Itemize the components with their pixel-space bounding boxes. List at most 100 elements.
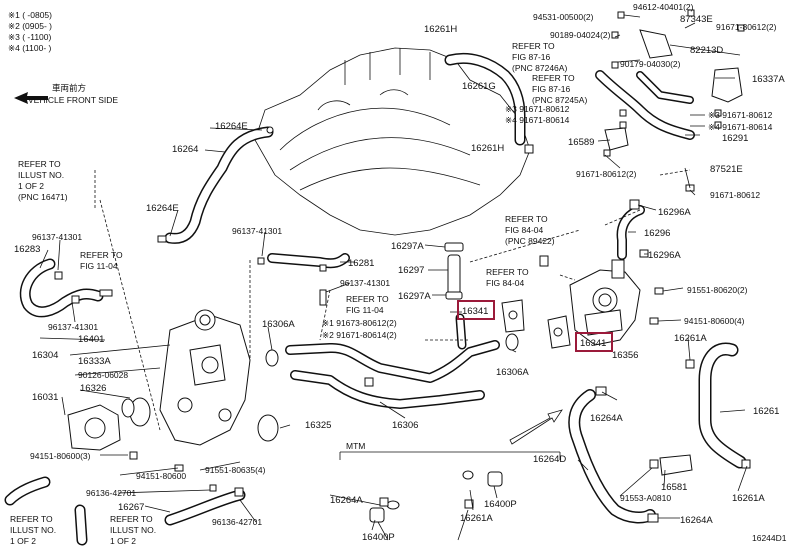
part-16341-b[interactable]: 16341 xyxy=(580,338,606,349)
refer-fig-11-04-left[interactable]: REFER TO FIG 11-04 xyxy=(80,250,123,271)
refer-fig-11-04-mid[interactable]: REFER TO FIG 11-04 xyxy=(346,294,389,315)
hose-16264 xyxy=(164,126,274,244)
part-94612-40401-2[interactable]: 94612-40401(2) xyxy=(633,2,694,12)
highlight-16341-b[interactable] xyxy=(575,332,613,352)
part-16297A-top[interactable]: 16297A xyxy=(391,241,424,252)
part-94151-80600-4[interactable]: 94151-80600(4) xyxy=(684,316,745,326)
figure-id: 16244D1 xyxy=(752,533,787,543)
part-82213D[interactable]: 82213D xyxy=(690,45,723,56)
part-16261G[interactable]: 16261G xyxy=(462,81,496,92)
part-16264D[interactable]: 16264D xyxy=(533,454,566,465)
part-16283[interactable]: 16283 xyxy=(14,244,40,255)
part-96136-42701-b[interactable]: 96136-42701 xyxy=(212,517,262,527)
part-16261H-top[interactable]: 16261H xyxy=(424,24,457,35)
part-16297[interactable]: 16297 xyxy=(398,265,424,276)
refer-fig-84-04-a[interactable]: REFER TO FIG 84-04 (PNC 89422) xyxy=(505,214,555,246)
part-96137-41301-c[interactable]: 96137-41301 xyxy=(232,226,282,236)
part-91671-80612-2-mid[interactable]: 91671-80612(2) xyxy=(576,169,637,179)
svg-text:REFER TO: REFER TO xyxy=(532,73,575,83)
part-16581[interactable]: 16581 xyxy=(661,482,687,493)
part-16589[interactable]: 16589 xyxy=(568,137,594,148)
refer-fig-87-16-b[interactable]: REFER TO FIG 87-16 (PNC 87245A) xyxy=(532,73,587,105)
part-90126-06028[interactable]: 90126-06028 xyxy=(78,370,128,380)
part-16304[interactable]: 16304 xyxy=(32,350,58,361)
part-16400P-a[interactable]: 16400P xyxy=(484,499,517,510)
part-16264A-mtm[interactable]: 16264A xyxy=(330,495,363,506)
part-87343E[interactable]: 87343E xyxy=(680,14,713,25)
refer-fig-87-16-a[interactable]: REFER TO FIG 87-16 (PNC 87246A) xyxy=(512,41,567,73)
part-16341-a[interactable]: 16341 xyxy=(462,306,488,317)
part-16031[interactable]: 16031 xyxy=(32,392,58,403)
hose-16261 xyxy=(698,342,747,469)
svg-text:REFER TO: REFER TO xyxy=(486,267,529,277)
part-94151-80600-3[interactable]: 94151-80600(3) xyxy=(30,451,91,461)
part-16296A-bot[interactable]: 16296A xyxy=(648,250,681,261)
part-16306[interactable]: 16306 xyxy=(392,420,418,431)
part-87521E[interactable]: 87521E xyxy=(710,164,743,175)
part-16296[interactable]: 16296 xyxy=(644,228,670,239)
part-96137-41301-b[interactable]: 96137-41301 xyxy=(48,322,98,332)
part-16306A-right[interactable]: 16306A xyxy=(496,367,529,378)
part-16291[interactable]: 16291 xyxy=(722,133,748,144)
part-16261A-mtm[interactable]: 16261A xyxy=(460,513,493,524)
part-16306A-left[interactable]: 16306A xyxy=(262,319,295,330)
part-16281[interactable]: 16281 xyxy=(348,258,374,269)
pipe-16291 xyxy=(595,70,695,140)
part-16400P-b[interactable]: 16400P xyxy=(362,532,395,543)
highlight-16341-a[interactable] xyxy=(457,300,495,320)
vehicle-front-arrow-icon xyxy=(14,92,48,104)
part-90189-04024-2[interactable]: 90189-04024(2) xyxy=(550,30,611,40)
hose-16281 xyxy=(267,253,350,269)
part-16261A-r1[interactable]: 16261A xyxy=(674,333,707,344)
part-94531-00500-2[interactable]: 94531-00500(2) xyxy=(533,12,594,22)
part-91671-80612-2-top[interactable]: 91671-80612(2) xyxy=(716,22,777,32)
refer-illust-16471[interactable]: REFER TO ILLUST NO. 1 OF 2 (PNC 16471) xyxy=(18,159,68,202)
vehicle-front-jp: 車両前方 xyxy=(52,83,86,93)
svg-text:ILLUST NO.: ILLUST NO. xyxy=(18,170,64,180)
part-16264A-mid[interactable]: 16264A xyxy=(590,413,623,424)
part-16326[interactable]: 16326 xyxy=(80,383,106,394)
svg-text:REFER TO: REFER TO xyxy=(110,514,153,524)
bracket-16589 xyxy=(604,127,629,151)
part-96137-41301-d[interactable]: 96137-41301 xyxy=(340,278,390,288)
part-16261[interactable]: 16261 xyxy=(753,406,779,417)
part-91671-80614-2[interactable]: ※2 91671-80614(2) xyxy=(322,330,397,340)
part-91671-80612-r2[interactable]: 91671-80612 xyxy=(710,190,760,200)
part-91671-80612-r1[interactable]: ※3 91671-80612 xyxy=(708,110,773,120)
part-91553-A0810[interactable]: 91553-A0810 xyxy=(620,493,671,503)
part-91671-80612-3[interactable]: ※3 91671-80612 xyxy=(505,104,570,114)
refer-fig-84-04-b[interactable]: REFER TO FIG 84-04 xyxy=(486,267,529,288)
part-16261H-mid[interactable]: 16261H xyxy=(471,143,504,154)
part-91551-80620-2[interactable]: 91551-80620(2) xyxy=(687,285,748,295)
svg-text:ILLUST NO.: ILLUST NO. xyxy=(10,525,56,535)
part-94151-80600[interactable]: 94151-80600 xyxy=(136,471,186,481)
part-16296A-top[interactable]: 16296A xyxy=(658,207,691,218)
part-90179-04030-2[interactable]: 90179-04030(2) xyxy=(620,59,681,69)
part-16267[interactable]: 16267 xyxy=(118,502,144,513)
svg-text:1 OF 2: 1 OF 2 xyxy=(18,181,44,191)
part-16401[interactable]: 16401 xyxy=(78,334,104,345)
part-16264E-top[interactable]: 16264E xyxy=(215,121,248,132)
part-16261A-r2[interactable]: 16261A xyxy=(732,493,765,504)
part-16297A-bot[interactable]: 16297A xyxy=(398,291,431,302)
part-96137-41301-a[interactable]: 96137-41301 xyxy=(32,232,82,242)
part-91671-80614-r1[interactable]: ※4 91671-80614 xyxy=(708,122,773,132)
gasket-16341-a xyxy=(501,299,525,333)
part-16264A-bot[interactable]: 16264A xyxy=(680,515,713,526)
refer-illust-bottom[interactable]: REFER TO ILLUST NO. 1 OF 2 xyxy=(10,514,56,546)
part-16264[interactable]: 16264 xyxy=(172,144,198,155)
part-91551-80635-4[interactable]: 91551-80635(4) xyxy=(205,465,266,475)
mtm-label: MTM xyxy=(346,441,365,451)
refer-illust-bottom-2[interactable]: REFER TO ILLUST NO. 1 OF 2 xyxy=(110,514,156,546)
svg-text:FIG 11-04: FIG 11-04 xyxy=(346,305,384,315)
part-91671-80614-4[interactable]: ※4 91671-80614 xyxy=(505,115,570,125)
part-16333A[interactable]: 16333A xyxy=(78,356,111,367)
part-91673-80612-2[interactable]: ※1 91673-80612(2) xyxy=(322,318,397,328)
svg-text:REFER TO: REFER TO xyxy=(512,41,555,51)
part-16325[interactable]: 16325 xyxy=(305,420,331,431)
part-96136-42701-a[interactable]: 96136-42701 xyxy=(86,488,136,498)
part-16264E-mid[interactable]: 16264E xyxy=(146,203,179,214)
part-16337A[interactable]: 16337A xyxy=(752,74,785,85)
hose-16296 xyxy=(616,205,645,260)
part-16356[interactable]: 16356 xyxy=(612,350,638,361)
